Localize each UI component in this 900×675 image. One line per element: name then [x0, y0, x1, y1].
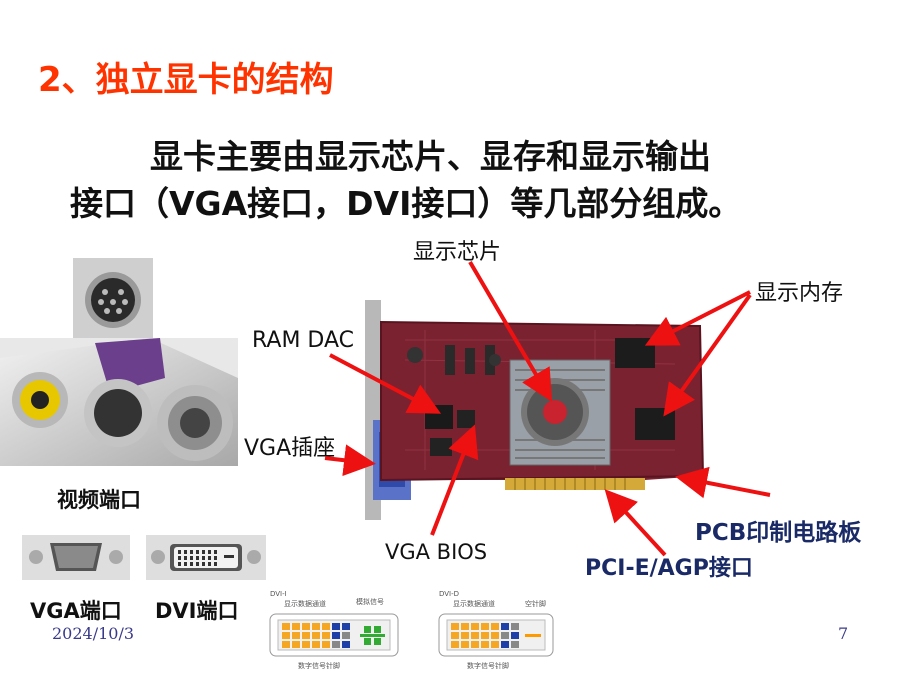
vga-bios-arrow [430, 424, 479, 536]
video-ports-photo [0, 338, 238, 466]
chip-arrow [468, 260, 553, 402]
slide-title: 2、独立显卡的结构 [38, 60, 334, 100]
dvi-i-bottom-label: 数字信号针脚 [298, 661, 340, 670]
vga-port-label: VGA端口 [30, 599, 122, 623]
vga-bios-label: VGA BIOS [385, 540, 488, 564]
vga-port-photo [22, 535, 130, 580]
dvi-d-bottom-label: 数字信号针脚 [467, 661, 509, 670]
dvi-i-diagram: DVI-I 显示数据通道 模拟信号 [268, 588, 403, 673]
svideo-port-photo [73, 258, 153, 338]
body-text-line-1: 显卡主要由显示芯片、显存和显示输出 [150, 137, 711, 176]
pci-agp-label: PCI-E/AGP接口 [585, 556, 753, 581]
pci-agp-arrow [604, 489, 667, 557]
dvi-d-empty-label: 空针脚 [525, 599, 546, 608]
dvi-i-top-label: 显示数据通道 [284, 599, 326, 608]
pcb-arrow [675, 466, 771, 499]
body-text-line-2: 接口（VGA接口，DVI接口）等几部分组成。 [70, 184, 742, 223]
dvi-d-name: DVI-D [439, 590, 459, 598]
ramdac-label: RAM DAC [252, 328, 354, 353]
memory-arrow-2 [663, 293, 752, 417]
slide-date: 2024/10/3 [52, 624, 135, 643]
dvi-port-label: DVI端口 [155, 599, 239, 623]
pcb-label: PCB印制电路板 [695, 520, 862, 546]
memory-arrow-1 [644, 290, 751, 346]
memory-label: 显示内存 [755, 281, 844, 306]
chip-label: 显示芯片 [413, 240, 502, 265]
dvi-i-name: DVI-I [270, 590, 287, 598]
video-port-label: 视频端口 [57, 488, 141, 512]
page-number: 7 [838, 624, 849, 643]
vga-socket-arrow [324, 444, 376, 477]
vga-socket-label: VGA插座 [244, 436, 336, 461]
ramdac-arrow [329, 353, 442, 414]
dvi-d-top-label: 显示数据通道 [453, 599, 495, 608]
dvi-d-diagram: DVI-D 显示数据通道 空针脚 数字信号针脚 [437, 588, 557, 673]
dvi-port-photo [146, 535, 266, 580]
dvi-i-analog-label: 模拟信号 [356, 597, 384, 606]
